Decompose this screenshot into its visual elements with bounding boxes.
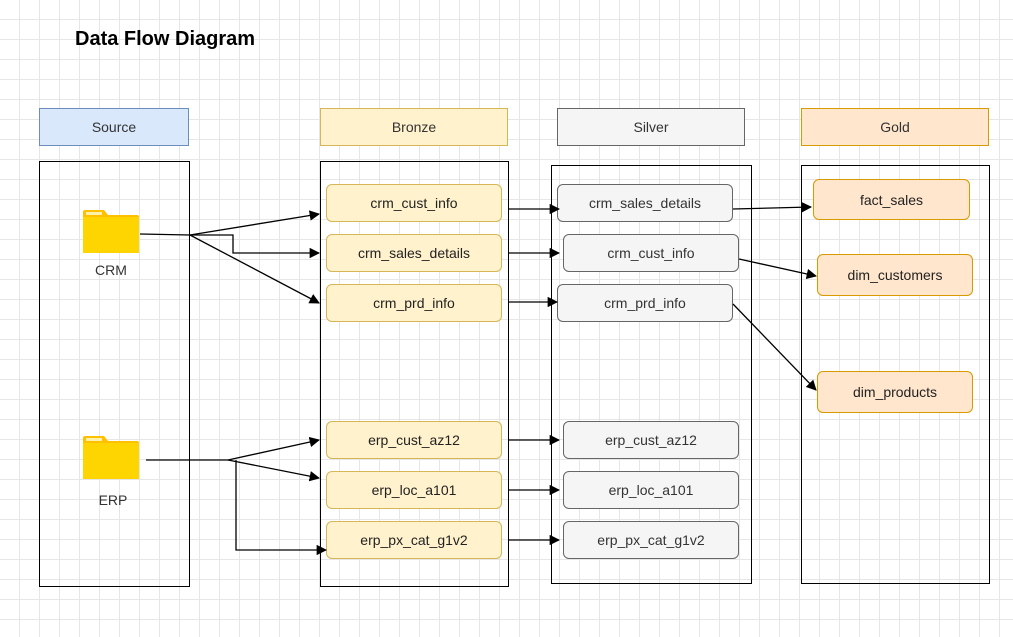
edge-s-g-fact-sales [732, 202, 813, 213]
edge-s-g-dim-customers [738, 258, 818, 280]
silver-container [551, 165, 752, 584]
bronze-node-erp-cust-az12[interactable]: erp_cust_az12 [326, 421, 502, 459]
silver-node-erp-px-cat-g1v2[interactable]: erp_px_cat_g1v2 [563, 521, 739, 559]
edge-crm-to-prd-info [189, 234, 320, 304]
bronze-container [320, 161, 509, 587]
edge-crm-to-cust-info [139, 210, 321, 236]
edge-erp-to-cust-az12 [146, 436, 321, 461]
gold-node-fact-sales[interactable]: fact_sales [813, 179, 970, 220]
silver-node-crm-cust-info[interactable]: crm_cust_info [563, 234, 739, 272]
gold-node-dim-customers[interactable]: dim_customers [817, 254, 973, 296]
silver-node-crm-sales-details[interactable]: crm_sales_details [557, 184, 733, 222]
edge-crm-to-sales-details [190, 234, 321, 259]
folder-icon [83, 436, 139, 479]
silver-header: Silver [557, 108, 745, 146]
edge-erp-to-px-cat [235, 460, 328, 556]
bronze-node-crm-cust-info[interactable]: crm_cust_info [326, 184, 502, 222]
bronze-header: Bronze [320, 108, 508, 146]
bronze-node-erp-px-cat-g1v2[interactable]: erp_px_cat_g1v2 [326, 521, 502, 559]
bronze-node-crm-prd-info[interactable]: crm_prd_info [326, 284, 502, 322]
source-header: Source [39, 108, 189, 146]
bronze-node-crm-sales-details[interactable]: crm_sales_details [326, 234, 502, 272]
silver-node-erp-loc-a101[interactable]: erp_loc_a101 [563, 471, 739, 509]
edge-s-g-dim-products [732, 303, 817, 391]
source-erp-label: ERP [98, 492, 128, 508]
gold-node-dim-products[interactable]: dim_products [817, 371, 973, 413]
silver-node-crm-prd-info[interactable]: crm_prd_info [557, 284, 733, 322]
source-crm-label: CRM [95, 262, 127, 278]
silver-node-erp-cust-az12[interactable]: erp_cust_az12 [563, 421, 739, 459]
edge-erp-to-loc-a101 [227, 459, 321, 482]
source-container [39, 161, 190, 587]
bronze-node-erp-loc-a101[interactable]: erp_loc_a101 [326, 471, 502, 509]
folder-icon [83, 210, 139, 253]
diagram-title: Data Flow Diagram [75, 28, 256, 50]
gold-header: Gold [801, 108, 989, 146]
